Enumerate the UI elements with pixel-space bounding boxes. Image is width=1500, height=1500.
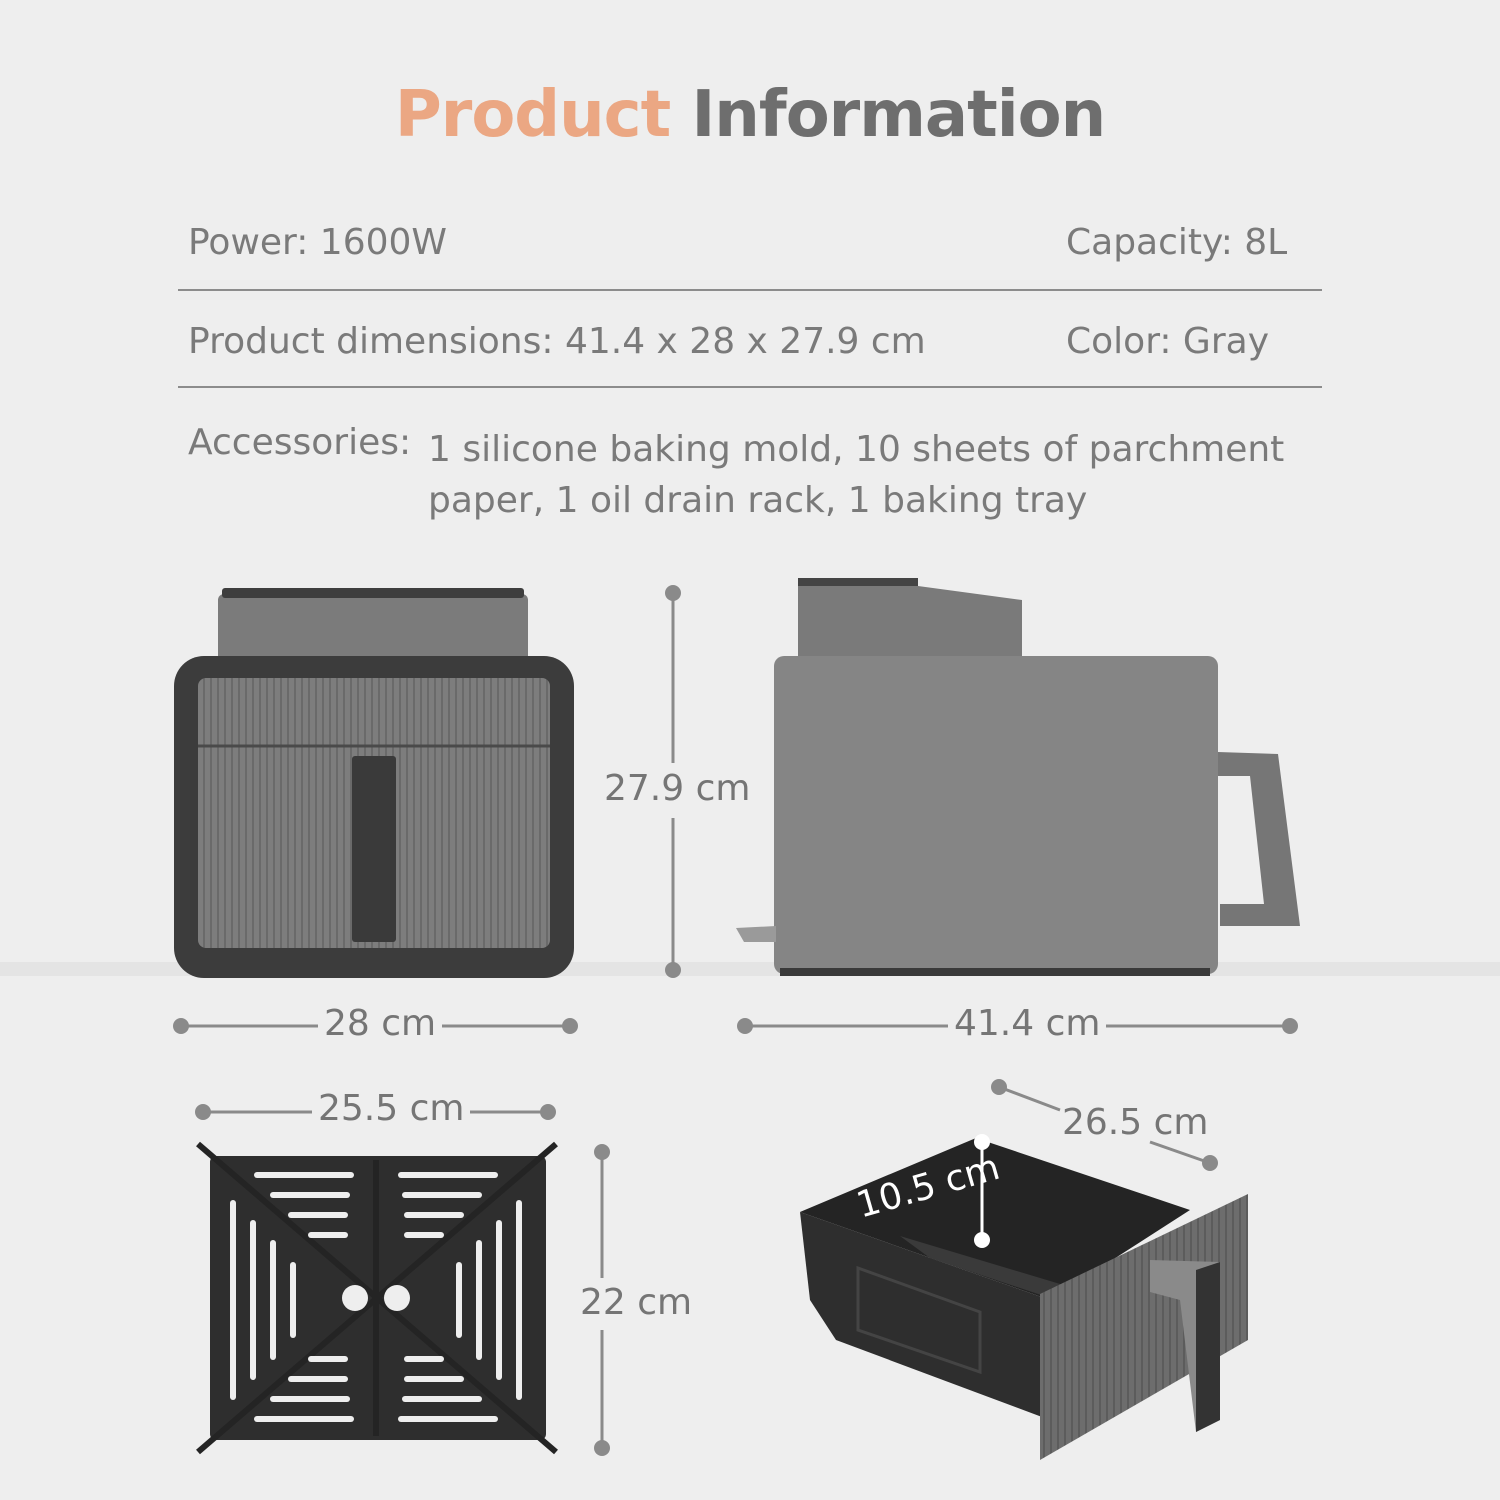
rack-depth-label: 22 cm — [574, 1282, 699, 1323]
rack-depth-dimension-line — [594, 1144, 610, 1456]
basket-height-dimension-line — [974, 1134, 990, 1248]
handle — [352, 756, 396, 942]
height-dimension-line — [665, 585, 681, 978]
basket-length-dimension-line — [991, 1079, 1218, 1171]
height-label: 27.9 cm — [598, 768, 757, 809]
divider — [178, 289, 1322, 291]
page-title: Product Information — [0, 78, 1500, 152]
title-main: Information — [691, 78, 1106, 152]
rack-slots — [230, 1172, 522, 1422]
spec-accessories-label: Accessories: — [188, 422, 412, 463]
spec-color: Color: Gray — [1066, 321, 1269, 362]
basket-length-label: 26.5 cm — [1062, 1102, 1209, 1143]
divider — [178, 386, 1322, 388]
spec-power: Power: 1600W — [188, 222, 447, 263]
oil-drain-rack — [196, 1141, 558, 1455]
air-fryer-front-view — [174, 588, 574, 978]
air-fryer-side-view — [736, 578, 1300, 976]
spec-dimensions: Product dimensions: 41.4 x 28 x 27.9 cm — [188, 321, 926, 362]
width-label: 28 cm — [318, 1003, 443, 1044]
spec-capacity: Capacity: 8L — [1066, 222, 1288, 263]
depth-label: 41.4 cm — [948, 1003, 1107, 1044]
spec-accessories-value: 1 silicone baking mold, 10 sheets of par… — [428, 429, 1285, 521]
rack-width-label: 25.5 cm — [312, 1088, 471, 1129]
title-accent: Product — [394, 78, 671, 152]
cooking-basket — [800, 1138, 1248, 1460]
